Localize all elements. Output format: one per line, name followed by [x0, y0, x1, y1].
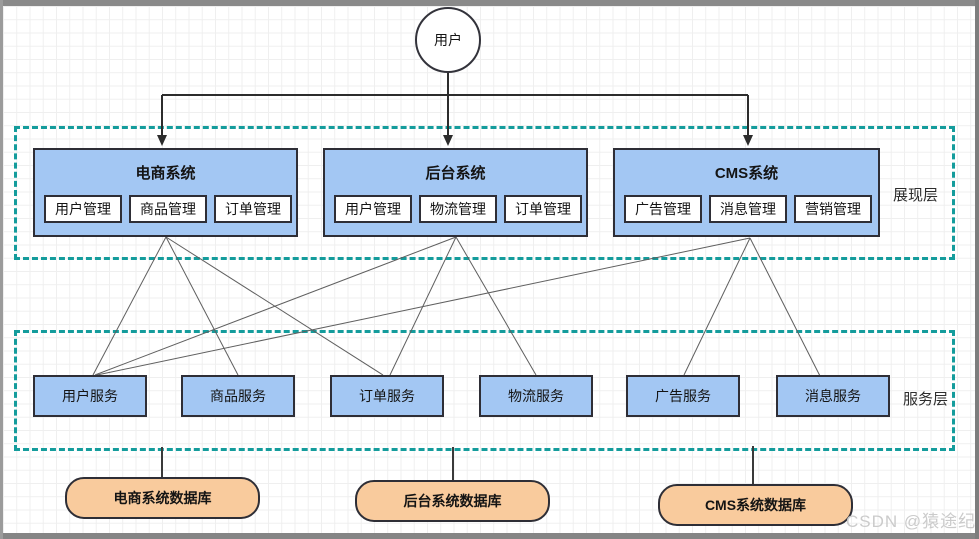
- window-frame-bottom: [0, 533, 979, 539]
- module-row: 用户管理 物流管理 订单管理: [334, 195, 582, 223]
- system-box-ecommerce: 电商系统 用户管理 商品管理 订单管理: [33, 148, 298, 237]
- system-service-line: [96, 237, 751, 376]
- database-ecommerce: 电商系统数据库: [65, 477, 260, 519]
- system-title: 电商系统: [135, 165, 196, 182]
- module-box: 订单管理: [214, 195, 292, 223]
- service-layer-box: [14, 330, 955, 451]
- system-box-backend: 后台系统 用户管理 物流管理 订单管理: [323, 148, 588, 237]
- system-service-line: [92, 236, 167, 376]
- system-box-cms: CMS系统 广告管理 消息管理 营销管理: [613, 148, 880, 237]
- window-frame-right: [975, 0, 979, 539]
- system-service-line: [455, 236, 537, 376]
- service-layer-label: 服务层: [903, 391, 949, 408]
- system-service-line: [749, 237, 821, 377]
- module-box: 消息管理: [709, 195, 787, 223]
- system-title: 后台系统: [425, 165, 486, 182]
- system-service-line: [94, 236, 457, 376]
- module-box: 营销管理: [794, 195, 872, 223]
- window-frame-left: [0, 0, 3, 539]
- module-row: 广告管理 消息管理 营销管理: [624, 195, 872, 223]
- module-box: 商品管理: [129, 195, 207, 223]
- service-box-logistics: 物流服务: [479, 375, 593, 417]
- presentation-layer-box: [14, 126, 955, 260]
- system-service-line: [683, 237, 751, 376]
- arrowhead-down: [443, 135, 453, 146]
- module-box: 物流管理: [419, 195, 497, 223]
- system-title: CMS系统: [714, 165, 779, 182]
- module-box: 用户管理: [44, 195, 122, 223]
- user-circle-node: 用户: [415, 7, 481, 73]
- module-row: 用户管理 商品管理 订单管理: [44, 195, 292, 223]
- module-box: 订单管理: [504, 195, 582, 223]
- arrowhead-down: [157, 135, 167, 146]
- module-box: 用户管理: [334, 195, 412, 223]
- service-box-order: 订单服务: [330, 375, 444, 417]
- window-frame-top: [0, 0, 979, 6]
- service-box-user: 用户服务: [33, 375, 147, 417]
- system-service-line: [165, 236, 239, 376]
- csdn-watermark: CSDN @猿途纪: [846, 512, 977, 531]
- service-box-product: 商品服务: [181, 375, 295, 417]
- presentation-layer-label: 展现层: [893, 187, 939, 204]
- database-cms: CMS系统数据库: [658, 484, 853, 526]
- service-box-ad: 广告服务: [626, 375, 740, 417]
- grid-canvas: [3, 6, 975, 533]
- module-box: 广告管理: [624, 195, 702, 223]
- service-box-message: 消息服务: [776, 375, 890, 417]
- system-service-line: [389, 236, 457, 376]
- arrowhead-down: [743, 135, 753, 146]
- database-backend: 后台系统数据库: [355, 480, 550, 522]
